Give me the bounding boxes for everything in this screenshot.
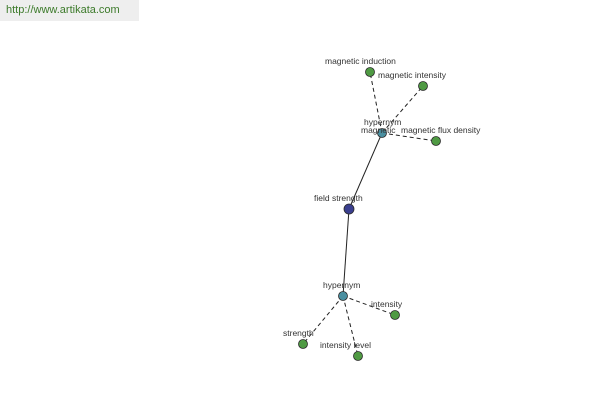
label-intensity-level[interactable]: intensity level	[320, 340, 371, 350]
label-magnetic-flux-density[interactable]: magnetic flux density	[401, 125, 481, 135]
node-magnetic-flux-density[interactable]	[431, 136, 441, 146]
edge-bottom-intensity	[342, 295, 396, 316]
edge-bottom-intensity-level	[342, 295, 359, 357]
edge-center-hypernym-bottom	[342, 208, 350, 297]
label-magnetic-induction[interactable]: magnetic induction	[325, 56, 396, 66]
node-intensity-level[interactable]	[353, 351, 363, 361]
node-magnetic-intensity[interactable]	[418, 81, 428, 91]
node-intensity[interactable]	[390, 310, 400, 320]
node-magnetic-induction[interactable]	[365, 67, 375, 77]
label-intensity[interactable]: intensity	[371, 299, 403, 309]
node-strength[interactable]	[298, 339, 308, 349]
edge-top-magnetic-induction	[369, 71, 383, 134]
label-hypernym-bottom[interactable]: hypernym	[323, 280, 360, 290]
node-hypernym-top[interactable]	[377, 128, 387, 138]
label-hypernym-top[interactable]: hypernym	[364, 117, 401, 127]
edge-top-magnetic-flux-density	[381, 132, 437, 142]
edge-bottom-strength	[302, 295, 344, 345]
edge-center-hypernym-top	[348, 132, 383, 210]
label-magnetic[interactable]: magnetic	[361, 125, 396, 135]
label-magnetic-intensity[interactable]: magnetic intensity	[378, 70, 447, 80]
label-strength[interactable]: strength	[283, 328, 314, 338]
edge-top-magnetic-intensity	[381, 85, 424, 134]
node-hypernym-bottom[interactable]	[338, 291, 348, 301]
node-field-strength[interactable]	[343, 203, 355, 215]
site-url-link[interactable]: http://www.artikata.com	[0, 0, 139, 21]
label-field-strength[interactable]: field strength	[314, 193, 363, 203]
